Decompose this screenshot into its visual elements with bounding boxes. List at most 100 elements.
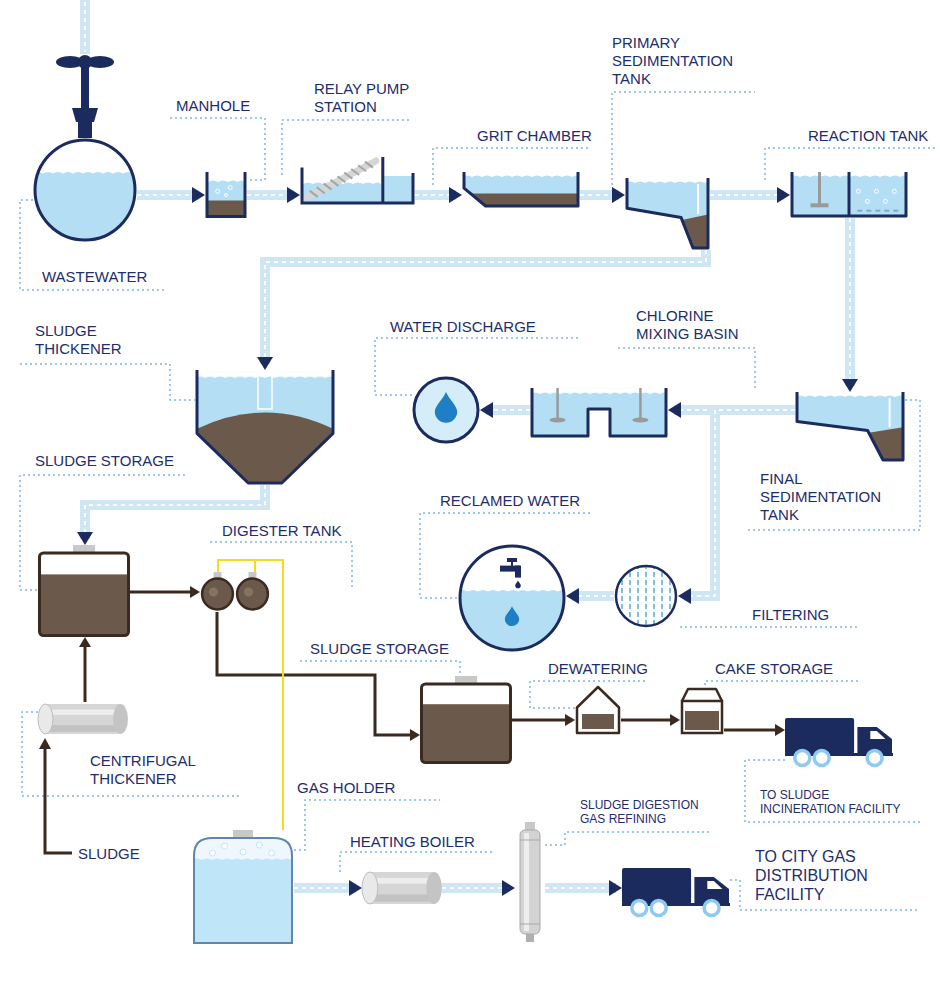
refining-column-icon: SLUDGE DIGESTION GAS REFINING — [515, 822, 545, 942]
wastewater-tank: WASTEWATER — [33, 138, 137, 242]
pipe-connector — [137, 187, 205, 203]
dewatering-icon: DEWATERING — [575, 685, 621, 735]
cake-storage-icon-drawing — [680, 685, 724, 735]
component-label: GRIT CHAMBER — [477, 127, 592, 145]
leader-line — [170, 118, 265, 180]
sedimentation-tank-icon: PRIMARY SEDIMENTATION TANK — [625, 178, 710, 250]
pipe-connector — [545, 880, 622, 896]
component-label: SLUDGE THICKENER — [35, 322, 122, 358]
pipe-connector — [294, 880, 362, 896]
component-label: WATER DISCHARGE — [390, 318, 536, 336]
component-label: FINAL SEDIMENTATION TANK — [760, 470, 881, 524]
truck-icon: TO SLUDGE INCINERATION FACILITY — [785, 718, 893, 768]
leader-line — [210, 542, 352, 590]
mixing-basin-icon: CHLORINE MIXING BASIN — [530, 388, 668, 438]
component-label: CENTRIFUGAL THICKENER — [90, 752, 195, 788]
sludge-line — [79, 637, 91, 702]
gas-holder-icon: GAS HOLDER — [192, 830, 294, 945]
pipe-connector — [480, 402, 530, 418]
leader-line — [745, 760, 920, 822]
pipe-connector — [580, 187, 625, 203]
leader-lines — [20, 92, 935, 910]
reaction-tank-icon-drawing — [790, 172, 908, 218]
component-label: HEATING BOILER — [350, 833, 475, 851]
manhole-icon-drawing — [205, 172, 247, 218]
component-label: DEWATERING — [548, 660, 648, 678]
input-label: SLUDGE — [78, 845, 140, 863]
component-label: CHLORINE MIXING BASIN — [636, 307, 751, 343]
reclaimed-water-icon-drawing — [458, 544, 566, 652]
leader-line — [545, 832, 710, 845]
leader-line — [705, 681, 860, 690]
cylinder-icon: HEATING BOILER — [362, 870, 442, 906]
sludge-line — [130, 586, 200, 598]
component-label: SLUDGE STORAGE — [310, 640, 449, 658]
component-label: TO SLUDGE INCINERATION FACILITY — [760, 788, 910, 817]
component-label: DIGESTER TANK — [222, 522, 341, 540]
sludge-line — [724, 724, 785, 736]
leader-line — [375, 338, 580, 395]
component-label: WASTEWATER — [42, 268, 147, 286]
filter-icon: FILTERING — [614, 564, 678, 628]
pipe-connector — [415, 187, 462, 203]
mixer-symbol — [56, 0, 114, 138]
sludge-line — [621, 714, 680, 726]
component-label: CAKE STORAGE — [715, 660, 833, 678]
pipe-connector — [247, 187, 300, 203]
cylinder-icon-drawing — [362, 870, 442, 906]
component-label: PRIMARY SEDIMENTATION TANK — [612, 34, 733, 88]
thickener-tank-icon: SLUDGE THICKENER — [195, 370, 335, 485]
sludge-storage-icon-drawing — [38, 545, 130, 637]
component-label: RECLAMED WATER — [440, 492, 580, 510]
filter-icon-drawing — [614, 564, 678, 628]
leader-line — [612, 92, 755, 185]
component-label: FILTERING — [752, 606, 829, 624]
leader-line — [680, 626, 860, 628]
component-label: SLUDGE STORAGE — [35, 452, 174, 470]
grit-chamber-icon-drawing — [462, 172, 580, 208]
sedimentation-tank-icon-drawing — [795, 392, 905, 462]
manhole-icon: MANHOLE — [205, 172, 247, 218]
component-label: SLUDGE DIGESTION GAS REFINING — [580, 798, 705, 827]
sedimentation-tank-icon-drawing — [625, 178, 710, 250]
component-label: REACTION TANK — [808, 127, 928, 145]
thickener-tank-icon-drawing — [195, 370, 335, 485]
digester-icon: DIGESTER TANK — [200, 572, 270, 612]
sludge-storage-icon: SLUDGE STORAGE — [420, 676, 512, 764]
pipe-connector — [442, 880, 515, 896]
leader-line — [340, 852, 495, 872]
discharge-icon: WATER DISCHARGE — [412, 376, 480, 444]
grit-chamber-icon: GRIT CHAMBER — [462, 172, 580, 208]
refining-column-icon-drawing — [515, 822, 545, 942]
pump-station-icon-drawing — [300, 155, 415, 205]
leader-line — [282, 120, 410, 175]
sludge-line — [217, 612, 420, 741]
cake-storage-icon: CAKE STORAGE — [680, 685, 724, 735]
pump-station-icon: RELAY PUMP STATION — [300, 155, 415, 205]
gas-holder-icon-drawing — [192, 830, 294, 945]
sludge-inlet-arrow — [39, 738, 72, 853]
pipe-connector — [566, 588, 614, 604]
leader-line — [20, 364, 195, 400]
leader-line — [618, 348, 755, 388]
gas-branch-line — [218, 560, 255, 572]
truck-icon-drawing — [785, 718, 893, 768]
truck-icon-drawing — [622, 868, 730, 918]
cylinder-icon-drawing — [38, 702, 128, 736]
sludge-storage-icon: SLUDGE STORAGE — [38, 545, 130, 637]
dewatering-icon-drawing — [575, 685, 621, 735]
cylinder-icon: CENTRIFUGAL THICKENER — [38, 702, 128, 736]
sedimentation-tank-icon: FINAL SEDIMENTATION TANK — [795, 392, 905, 462]
component-label: GAS HOLDER — [297, 779, 395, 797]
pipe-connector — [710, 187, 790, 203]
wastewater-tank-drawing — [33, 138, 137, 242]
component-label: RELAY PUMP STATION — [314, 80, 424, 116]
reaction-tank-icon: REACTION TANK — [790, 172, 908, 218]
truck-icon: TO CITY GAS DISTRIBUTION FACILITY — [622, 868, 730, 918]
discharge-icon-drawing — [412, 376, 480, 444]
mixing-basin-icon-drawing — [530, 388, 668, 438]
digester-icon-drawing — [200, 572, 270, 612]
component-label: TO CITY GAS DISTRIBUTION FACILITY — [755, 847, 880, 905]
component-label: MANHOLE — [176, 97, 250, 115]
sludge-storage-icon-drawing — [420, 676, 512, 764]
